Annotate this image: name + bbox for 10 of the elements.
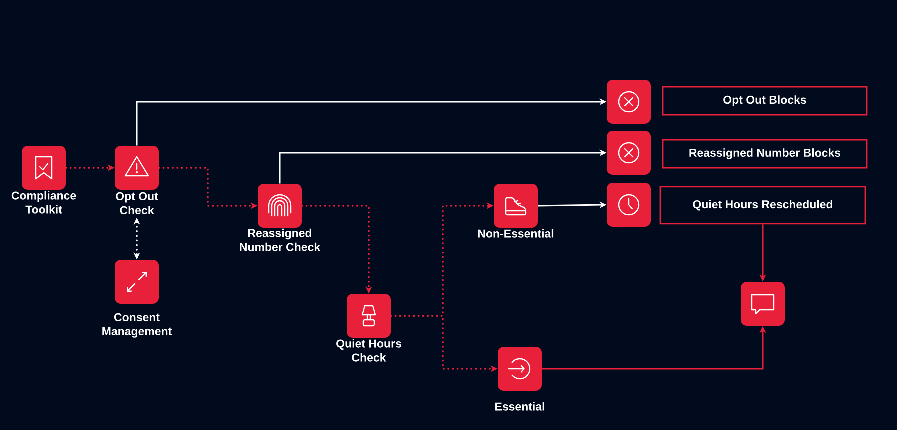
text-box: Opt Out Blocks [662,86,868,116]
node-label: Reassigned Number Check [240,228,321,252]
node-label: Compliance Toolkit [12,191,76,214]
text-box: Reassigned Number Blocks [662,139,868,169]
node-label: Opt Out Check [116,192,158,215]
node-label: Non-Essential [478,229,554,238]
node-label: Quiet Hours Check [336,339,402,362]
text-box: Quiet Hours Rescheduled [660,186,866,225]
node-label: Consent Management [102,313,172,338]
node-label: Essential [496,402,544,411]
